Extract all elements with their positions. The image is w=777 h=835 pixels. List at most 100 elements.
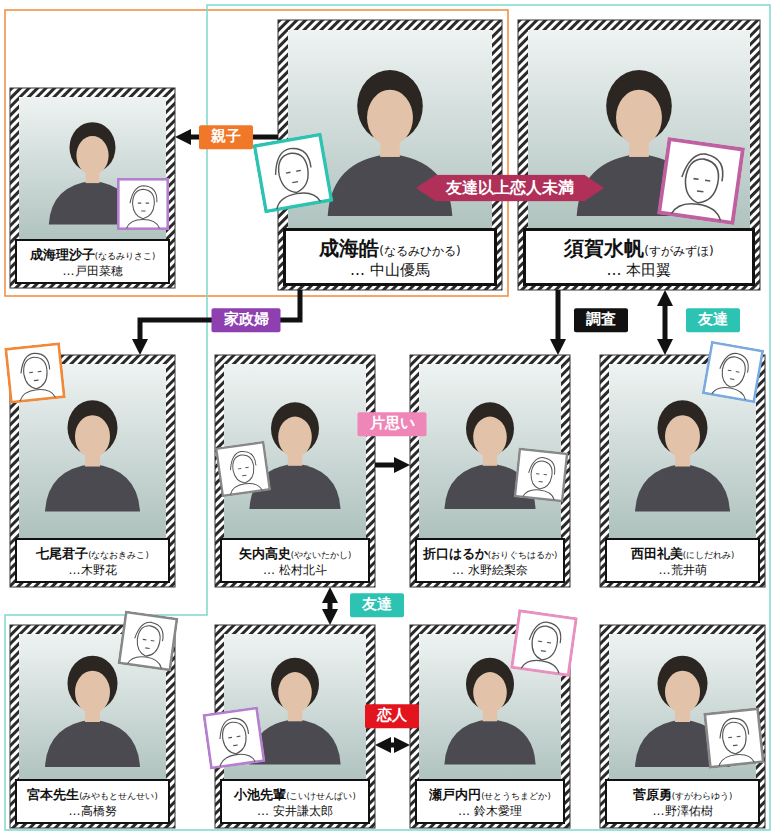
photo-frame [410, 355, 570, 587]
name-plate: 菅原勇(すがわらゆう)…野澤佑樹 [605, 779, 760, 824]
character-name: 成海皓 [319, 236, 379, 260]
name-plate: 七尾君子(ななおきみこ)…木野花 [15, 538, 170, 583]
name-line: 折口はるか(おりぐちはるか) [420, 543, 560, 564]
character-card: 菅原勇(すがわらゆう)…野澤佑樹 [600, 625, 765, 828]
name-reading: (やないたかし) [291, 550, 352, 560]
actor-name: … 鈴木愛理 [420, 804, 560, 820]
actor-name: …荒井萌 [610, 563, 755, 579]
name-line: 瀬戸内円(せとうちまどか) [420, 784, 560, 805]
character-name: 宮本先生 [27, 787, 79, 802]
name-plate: 折口はるか(おりぐちはるか)… 水野絵梨奈 [415, 538, 565, 583]
relation-label: 友達 [350, 593, 404, 617]
relation-label: 恋人 [365, 704, 419, 728]
name-line: 菅原勇(すがわらゆう) [610, 784, 755, 805]
character-name: 西田礼美 [631, 546, 683, 561]
character-name: 菅原勇 [633, 787, 672, 802]
name-reading: (すがみずほ) [644, 244, 713, 258]
manga-thumbnail [254, 134, 331, 211]
manga-thumbnail [216, 442, 270, 496]
character-name: 折口はるか [423, 546, 488, 561]
actor-name: … 安井謙太郎 [225, 804, 365, 820]
manga-thumbnail [659, 139, 743, 223]
character-card: 矢内高史(やないたかし)… 松村北斗 [215, 355, 375, 587]
manga-thumbnail [512, 611, 576, 675]
manga-thumbnail [6, 344, 64, 402]
character-card: 須賀水帆(すがみずほ)… 本田翼 [518, 20, 760, 290]
name-plate: 瀬戸内円(せとうちまどか)… 鈴木愛理 [415, 779, 565, 824]
family-region [5, 10, 508, 296]
manga-thumbnail [118, 179, 167, 228]
actor-name: …高橋努 [20, 804, 165, 820]
photo-frame [215, 355, 375, 587]
relation-connector [328, 595, 333, 617]
character-card: 小池先輩(こいけせんぱい)… 安井謙太郎 [215, 625, 375, 828]
portrait [45, 400, 140, 511]
name-plate: 小池先輩(こいけせんぱい)… 安井謙太郎 [220, 779, 370, 824]
actor-name: … 本田翼 [530, 261, 748, 281]
relation-label: 調査 [574, 308, 628, 332]
name-plate: 成海皓(なるみひかる)… 中山優馬 [283, 228, 497, 287]
character-card: 成海皓(なるみひかる)… 中山優馬 [278, 20, 502, 290]
character-card: 成海理沙子(なるみりさこ)…戸田菜穂 [10, 88, 175, 288]
photo-frame [10, 88, 175, 288]
actor-name: …戸田菜穂 [20, 264, 165, 280]
actor-name: … 中山優馬 [290, 261, 490, 281]
manga-thumbnail [703, 342, 762, 401]
relation-connector [663, 298, 668, 347]
manga-thumbnail [515, 449, 567, 501]
character-name: 矢内高史 [239, 546, 291, 561]
relation-connector [383, 743, 402, 748]
relation-connector [140, 290, 300, 347]
name-reading: (すがわらゆう) [672, 791, 733, 801]
name-line: 成海理沙子(なるみりさこ) [20, 244, 165, 265]
name-reading: (ななおきみこ) [88, 550, 149, 560]
frame-border [600, 625, 765, 828]
name-line: 須賀水帆(すがみずほ) [530, 235, 748, 261]
manga-thumbnail [705, 709, 763, 767]
name-line: 小池先輩(こいけせんぱい) [225, 784, 365, 805]
character-name: 成海理沙子 [30, 247, 95, 262]
actor-name: … 水野絵梨奈 [420, 563, 560, 579]
actor-name: …木野花 [20, 563, 165, 579]
character-card: 七尾君子(ななおきみこ)…木野花 [10, 355, 175, 587]
frame-border [10, 88, 175, 288]
character-name: 小池先輩 [234, 787, 286, 802]
name-reading: (にしだれみ) [683, 550, 735, 560]
character-name: 須賀水帆 [564, 236, 644, 260]
photo-frame [600, 625, 765, 828]
character-name: 七尾君子 [36, 546, 88, 561]
character-card: 瀬戸内円(せとうちまどか)… 鈴木愛理 [410, 625, 570, 828]
name-line: 宮本先生(みやもとせんせい) [20, 784, 165, 805]
character-name: 瀬戸内円 [429, 787, 481, 802]
character-card: 宮本先生(みやもとせんせい)…高橋努 [10, 625, 175, 828]
name-reading: (なるみりさこ) [95, 251, 156, 261]
manga-thumbnail [119, 612, 177, 670]
relation-label: 家政婦 [212, 308, 281, 332]
name-reading: (せとうちまどか) [481, 791, 551, 801]
portrait [444, 658, 535, 765]
name-line: 成海皓(なるみひかる) [290, 235, 490, 261]
relation-connector [375, 463, 402, 468]
actor-name: …野澤佑樹 [610, 804, 755, 820]
frame-border [410, 355, 570, 587]
portrait [635, 400, 730, 511]
name-line: 矢内高史(やないたかし) [225, 543, 365, 564]
character-card: 折口はるか(おりぐちはるか)… 水野絵梨奈 [410, 355, 570, 587]
name-line: 西田礼美(にしだれみ) [610, 543, 755, 564]
name-plate: 西田礼美(にしだれみ)…荒井萌 [605, 538, 760, 583]
manga-thumbnail [204, 708, 264, 768]
frame-border [518, 20, 760, 290]
relation-label: 親子 [199, 125, 253, 149]
relation-label: 友達以上恋人未満 [416, 175, 604, 202]
name-plate: 成海理沙子(なるみりさこ)…戸田菜穂 [15, 239, 170, 284]
photo-frame [518, 20, 760, 290]
relation-label: 片思い [358, 412, 427, 436]
name-reading: (こいけせんぱい) [286, 791, 356, 801]
name-plate: 須賀水帆(すがみずほ)… 本田翼 [523, 228, 755, 287]
name-line: 七尾君子(ななおきみこ) [20, 543, 165, 564]
name-plate: 宮本先生(みやもとせんせい)…高橋努 [15, 779, 170, 824]
relation-label: 友達 [686, 308, 740, 332]
character-card: 西田礼美(にしだれみ)…荒井萌 [600, 355, 765, 587]
name-plate: 矢内高史(やないたかし)… 松村北斗 [220, 538, 370, 583]
frame-border [215, 355, 375, 587]
